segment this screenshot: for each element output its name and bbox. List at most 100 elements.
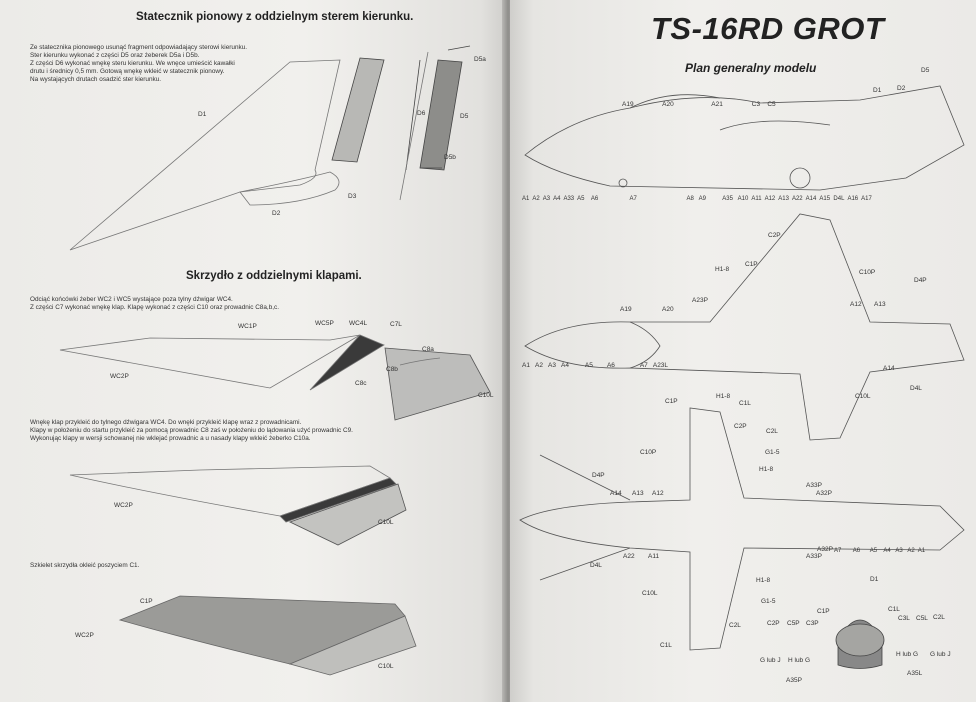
label-a32p-bottom-2: A32P [817,546,833,553]
label-a22-bottom: A22 [623,553,635,560]
side-top-labels: A19 A20 A21 C3 C5 [622,101,776,108]
label-c2l-bottom: C2L [729,622,741,629]
label-a12-top: A12 [850,301,862,308]
label-g-lub-j-left: G lub J [760,657,781,664]
label-a20-top: A20 [662,306,674,313]
label-d3: D3 [348,193,357,200]
wing-drawing-2 [69,465,407,546]
wing-instructions: Odciąć końcówki żeber WC2 i WC5 wystając… [30,296,279,311]
label-h18-top-2: H1-8 [716,393,731,400]
label-d1-front: D1 [870,576,879,583]
label-a12-bottom: A12 [652,490,664,497]
front-view [835,619,885,669]
label-c2p-front: C2P [767,620,780,627]
label-c8a: C8a [422,346,434,353]
label-c2l-front: C2L [933,614,945,621]
left-drawings [59,45,491,676]
label-d1-side: D1 [873,87,882,94]
label-c2l-top: C2L [766,428,778,435]
label-wc5p: WC5P [315,320,334,327]
page-subtitle: Plan generalny modelu [685,61,817,75]
label-c10l-bottom: C10L [642,590,658,597]
label-d4l-top: D4L [910,385,922,392]
label-d5b: D5b [444,154,456,161]
label-c8b: C8b [386,366,398,373]
label-h18-bottom-2: H1-8 [756,577,771,584]
bottom-view [519,407,965,651]
label-d6: D6 [417,110,426,117]
wing-section-title: Skrzydło z oddzielnymi klapami. [186,270,362,282]
label-a35l-front: A35L [907,670,923,677]
label-c10p-bottom: C10P [640,449,657,456]
label-g-lub-j-right: G lub J [930,651,951,658]
rudder-instructions: Ze statecznika pionowego usunąć fragment… [30,44,248,83]
top-view [524,213,965,441]
flap-instructions: Wnękę klap przykleić do tylnego dźwigara… [30,419,353,442]
label-a33p-bottom: A33P [806,482,822,489]
label-g15-bottom: G1-5 [765,449,780,456]
label-c5p-front: C5P [787,620,800,627]
label-d4p-top: D4P [914,277,927,284]
left-page: Statecznik pionowy z oddzielnym sterem k… [0,0,506,702]
label-c1l-front: C1L [888,606,900,613]
top-bottom-labels: A1 A2 A3 A4 A5 A6 A7 A23L [522,362,669,369]
side-view [524,85,965,191]
label-h-lub-g-left: H lub G [788,657,811,664]
side-bottom-labels: A1 A2 A3 A4 A33 A5 A6 A7 A8 A9 A35 A10 A… [522,196,872,202]
stabilizer-drawing [69,59,341,251]
label-c1l-bottom: C1L [660,642,672,649]
label-wc2p-3: WC2P [75,632,94,639]
label-d5a: D5a [474,56,486,63]
label-c5l-front: C5L [916,615,928,622]
label-c7l: C7L [390,321,402,328]
label-c10l-top: C10L [855,393,871,400]
label-c8c: C8c [355,380,367,387]
label-h18-top: H1-8 [715,266,730,273]
label-d5: D5 [460,113,469,120]
right-page: TS-16RD GROT Plan generalny modelu A19 A… [510,0,976,702]
skin-instruction: Szkielet skrzydła okleić poszyciem C1. [30,562,140,569]
label-d2: D2 [272,210,281,217]
rudder-section-title: Statecznik pionowy z oddzielnym sterem k… [136,11,414,23]
label-wc2p-1: WC2P [110,373,129,380]
label-d4l-bottom: D4L [590,562,602,569]
label-c10l-2: C10L [378,519,394,526]
label-a32p-bottom: A32P [816,490,832,497]
label-a13-top: A13 [874,301,886,308]
label-c10p-top: C10P [859,269,876,276]
label-d2-side: D2 [897,85,906,92]
label-c1p-front: C1P [817,608,830,615]
label-g15-bottom-2: G1-5 [761,598,776,605]
label-c2p-bottom: C2P [734,423,747,430]
label-a13-bottom: A13 [632,490,644,497]
label-d4p-bottom: D4P [592,472,605,479]
label-d5-side: D5 [921,67,930,74]
wing-drawing-1 [59,334,491,421]
rudder-pieces [331,45,471,201]
label-a19-top: A19 [620,306,632,313]
wing-drawing-3 [118,595,417,676]
label-a14-top: A14 [883,365,895,372]
label-c1l-top: C1L [739,400,751,407]
plan-drawings [519,85,965,669]
label-h18-bottom: H1-8 [759,466,774,473]
label-wc1p: WC1P [238,323,257,330]
label-c3l-front: C3L [898,615,910,622]
bottom-right-labels: A7 A6 A5 A4 A3 A2 A1 [834,548,926,554]
label-a14-bottom: A14 [610,490,622,497]
label-h-lub-g-right: H lub G [896,651,919,658]
label-d1: D1 [198,111,207,118]
label-a35p-front: A35P [786,677,802,684]
label-c1p: C1P [140,598,153,605]
label-wc4l: WC4L [349,320,368,327]
label-c2p-top: C2P [768,232,781,239]
label-wc2p-2: WC2P [114,502,133,509]
page-title: TS-16RD GROT [651,11,885,46]
label-c3p-front: C3P [806,620,819,627]
label-c1p-bottom: C1P [665,398,678,405]
label-a33p-bottom-2: A33P [806,553,822,560]
label-c1p-top: C1P [745,261,758,268]
label-a23p-top: A23P [692,297,708,304]
label-c10l-3: C10L [378,663,394,670]
label-c10l-1: C10L [478,392,494,399]
